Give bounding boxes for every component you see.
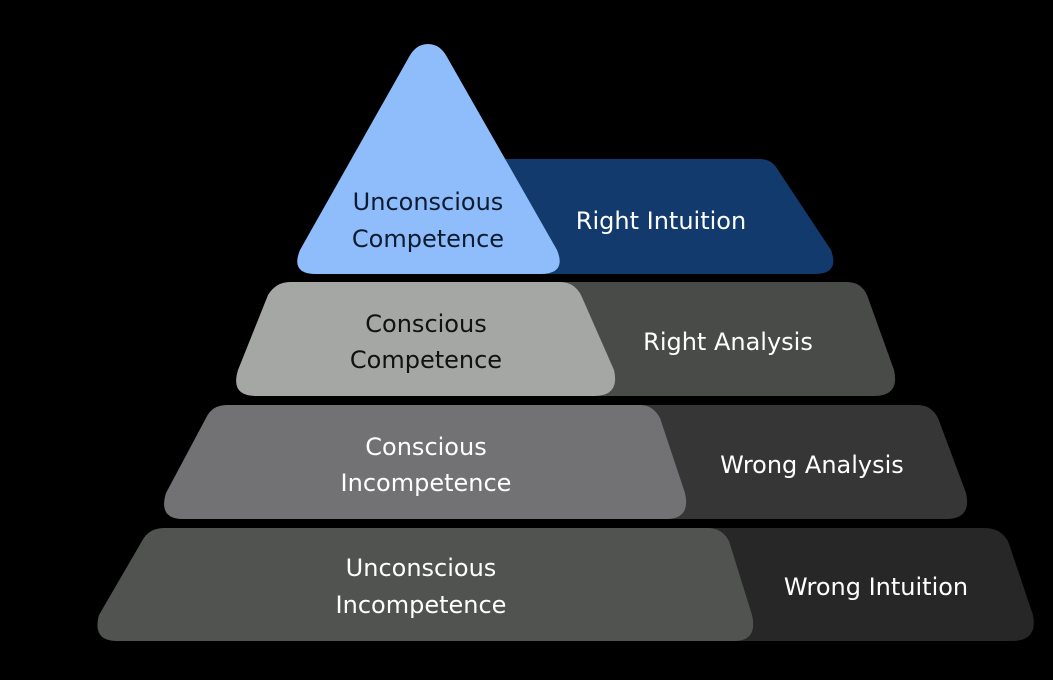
right-analysis-label: Right Analysis xyxy=(643,328,813,356)
right-intuition-label: Right Intuition xyxy=(576,207,746,235)
level-conscious-competence: Conscious Competence Right Analysis xyxy=(236,282,896,396)
level-conscious-incompetence: Conscious Incompetence Wrong Analysis xyxy=(164,405,968,519)
conscious-competence-label-line1: Conscious xyxy=(365,310,486,338)
right-intuition-block xyxy=(480,159,834,274)
right-analysis-block xyxy=(560,282,896,396)
wrong-analysis-label: Wrong Analysis xyxy=(720,451,904,479)
conscious-incompetence-label-line1: Conscious xyxy=(365,433,486,461)
level-unconscious-competence: Unconscious Competence Right Intuition xyxy=(297,44,834,274)
wrong-intuition-block xyxy=(690,528,1034,641)
conscious-competence-label-line2: Competence xyxy=(350,346,502,374)
wrong-analysis-block xyxy=(630,405,968,519)
unconscious-incompetence-label-line2: Incompetence xyxy=(336,591,507,619)
wrong-intuition-label: Wrong Intuition xyxy=(784,573,968,601)
conscious-incompetence-block xyxy=(164,405,687,519)
unconscious-competence-label-line2: Competence xyxy=(352,225,504,253)
level-unconscious-incompetence: Unconscious Incompetence Wrong Intuition xyxy=(97,528,1034,641)
unconscious-competence-label-line1: Unconscious xyxy=(353,188,504,216)
unconscious-incompetence-block xyxy=(97,528,754,641)
conscious-competence-block xyxy=(236,282,616,396)
unconscious-competence-triangle xyxy=(297,44,560,274)
unconscious-incompetence-label-line1: Unconscious xyxy=(346,554,497,582)
conscious-incompetence-label-line2: Incompetence xyxy=(341,469,512,497)
